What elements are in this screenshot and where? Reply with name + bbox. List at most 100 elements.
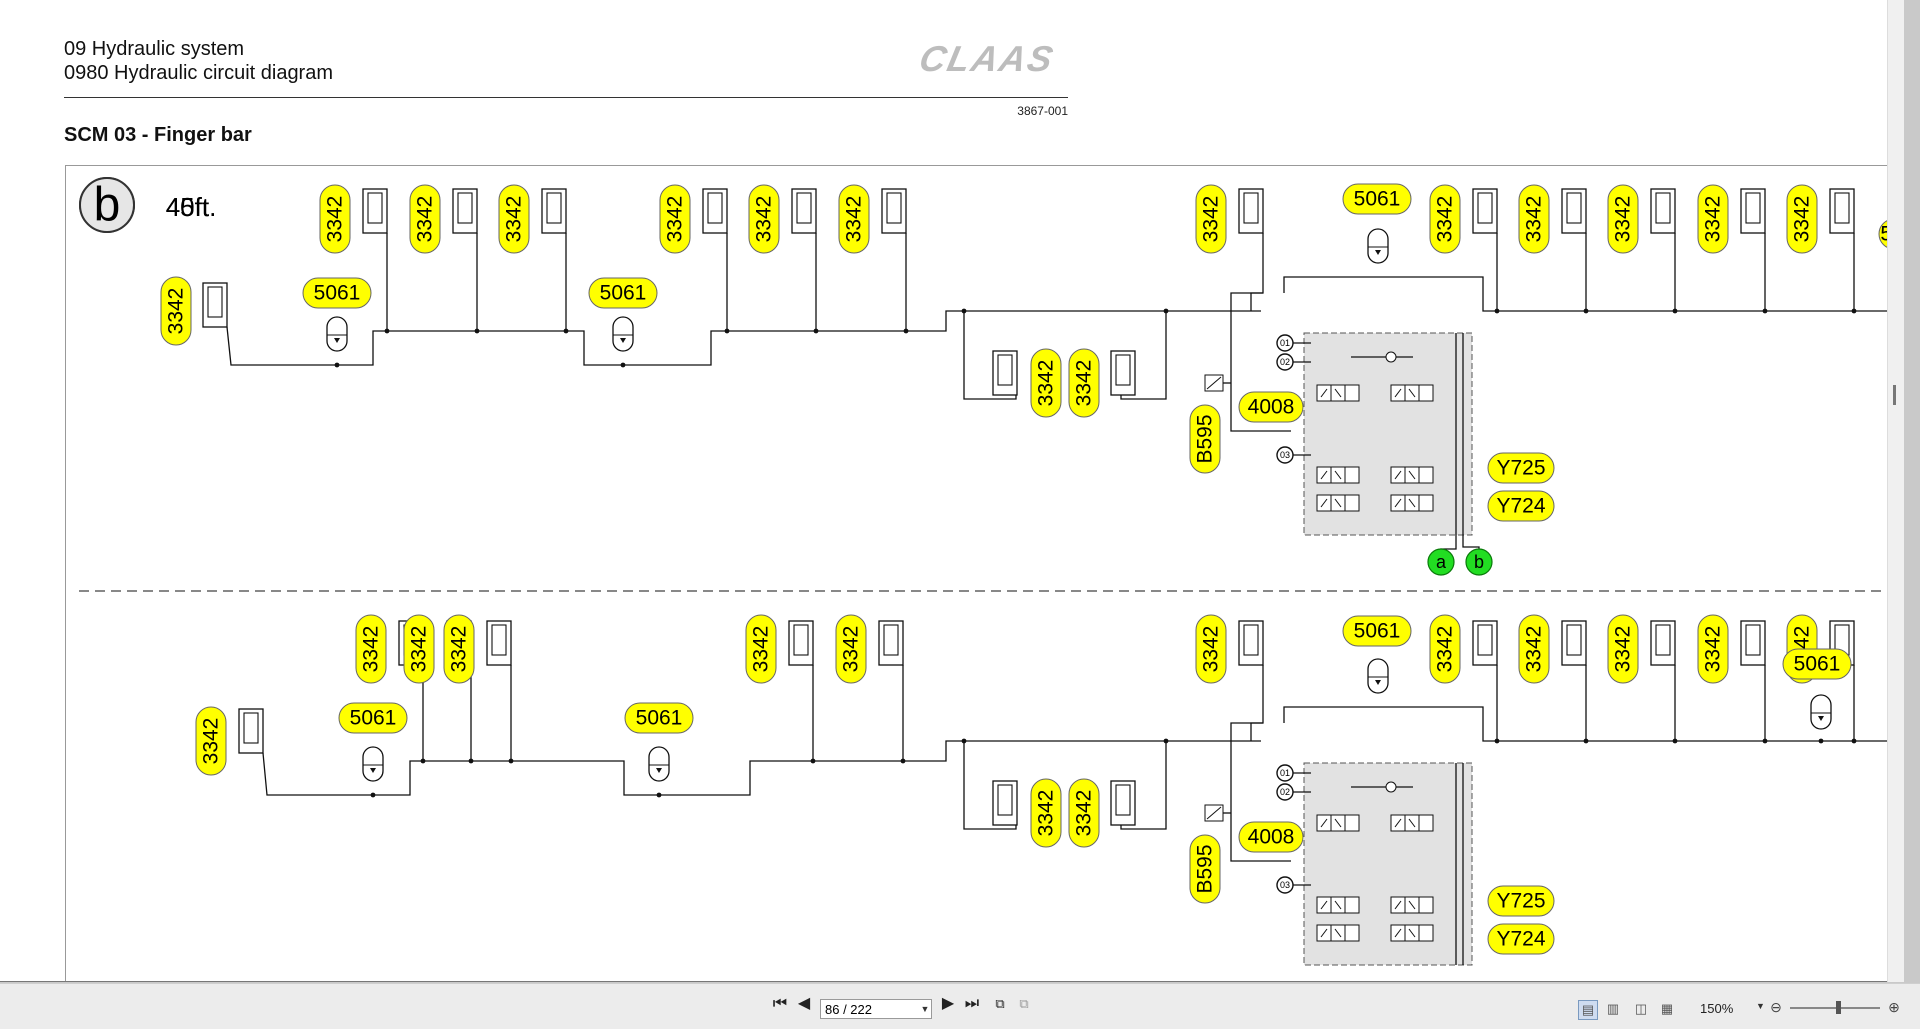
part-label: 3342 xyxy=(1073,790,1096,837)
valve-arrow xyxy=(1394,818,1402,828)
valve-spool xyxy=(1418,924,1434,942)
junction-dot xyxy=(563,328,569,334)
accumulator-symbol xyxy=(648,746,670,782)
junction-dot xyxy=(1583,738,1589,744)
rotate-icon[interactable]: ⧉ xyxy=(995,996,1005,1011)
accumulator-symbol xyxy=(362,746,384,782)
scroll-marker[interactable] xyxy=(1893,385,1896,405)
cylinder-piston xyxy=(886,192,902,224)
junction-dot xyxy=(1583,308,1589,314)
valve-arrow xyxy=(1320,818,1328,828)
part-tag xyxy=(443,614,475,684)
part-tag xyxy=(1429,614,1461,684)
hydraulic-line xyxy=(1230,311,1291,432)
part-label: 5061 xyxy=(350,707,397,730)
last-page-button[interactable]: ⏭ xyxy=(964,995,980,1012)
part-tag xyxy=(1238,821,1304,853)
zoom-in-icon[interactable]: ⊕ xyxy=(1888,999,1900,1015)
junction-dot xyxy=(620,362,626,368)
cylinder-piston xyxy=(1115,354,1131,386)
hydraulic-line xyxy=(1283,706,1904,742)
two-page-view-icon[interactable]: ◫ xyxy=(1634,1001,1648,1016)
part-tag xyxy=(1697,614,1729,684)
part-label: B595 xyxy=(1194,414,1217,463)
part-label: 3342 xyxy=(843,196,866,243)
part-label: Y725 xyxy=(1496,890,1545,913)
part-label: 3342 xyxy=(1523,626,1546,673)
valve-spool xyxy=(1344,924,1360,942)
cylinder-piston xyxy=(1655,192,1671,224)
junction-dot xyxy=(384,328,390,334)
viewer-toolbar: ⏮ ◀ ▼ ▶ ⏭ ⧉ ⧉ ▤ ▥ ◫ ▦ 150% ▼ ⊖ ⊕ xyxy=(0,983,1920,1029)
part-label: 3342 xyxy=(1434,626,1457,673)
part-tag xyxy=(498,184,530,254)
copy-icon[interactable]: ⧉ xyxy=(1019,996,1029,1011)
junction-dot xyxy=(370,792,376,798)
next-page-button[interactable]: ▶ xyxy=(941,995,955,1012)
claas-logo: CLAAS xyxy=(915,38,1059,79)
part-label: 5061 xyxy=(600,282,647,305)
part-label: 5061 xyxy=(1354,188,1401,211)
cylinder-piston xyxy=(1655,624,1671,656)
sensor-mark xyxy=(1206,806,1222,820)
first-page-button[interactable]: ⏮ xyxy=(772,995,788,1012)
part-tag xyxy=(1487,885,1555,917)
part-tag xyxy=(1342,183,1412,215)
part-tag xyxy=(1195,184,1227,254)
part-tag xyxy=(838,184,870,254)
cylinder-piston xyxy=(1243,192,1259,224)
port-label: 02 xyxy=(1280,357,1290,367)
single-page-view-icon[interactable]: ▤ xyxy=(1578,1000,1598,1020)
port-label: 01 xyxy=(1280,338,1290,348)
zoom-dropdown-icon[interactable]: ▼ xyxy=(1756,1001,1765,1011)
valve-arrow xyxy=(1408,900,1416,910)
accumulator-symbol xyxy=(1367,228,1389,264)
part-tag xyxy=(1189,404,1221,474)
part-tag xyxy=(403,614,435,684)
zoom-level[interactable]: 150% xyxy=(1700,1001,1734,1016)
page-dropdown-icon[interactable]: ▼ xyxy=(920,1004,930,1014)
part-label: 5061 xyxy=(1354,620,1401,643)
hydraulic-diagram: a45ft.3342334233423342334233423342506150… xyxy=(65,165,1904,982)
junction-dot xyxy=(961,738,967,744)
valve-arrow xyxy=(1408,928,1416,938)
zoom-slider[interactable] xyxy=(1790,1007,1880,1009)
valve-arrow xyxy=(1334,900,1342,910)
accumulator-mark xyxy=(1375,250,1381,255)
junction-dot xyxy=(1762,308,1768,314)
valve-arrow xyxy=(1408,388,1416,398)
part-label: 3342 xyxy=(324,196,347,243)
valve-spool xyxy=(1344,896,1360,914)
accumulator-mark xyxy=(1375,680,1381,685)
part-tag xyxy=(835,614,867,684)
accumulator-mark xyxy=(620,338,626,343)
page-number-input[interactable] xyxy=(820,999,932,1019)
junction-dot xyxy=(1163,738,1169,744)
valve-arrow xyxy=(1394,388,1402,398)
header-chapter: 09 Hydraulic system xyxy=(64,38,245,60)
zoom-slider-thumb[interactable] xyxy=(1836,1001,1841,1014)
part-label: 3342 xyxy=(414,196,437,243)
junction-dot xyxy=(334,362,340,368)
part-label: 3342 xyxy=(1200,626,1223,673)
junction-dot xyxy=(724,328,730,334)
cylinder-piston xyxy=(207,286,223,318)
part-label: 3342 xyxy=(1073,360,1096,407)
junction-dot xyxy=(961,308,967,314)
valve-arrow xyxy=(1408,498,1416,508)
two-page-continuous-icon[interactable]: ▦ xyxy=(1660,1001,1674,1016)
check-valve xyxy=(1385,351,1397,363)
vertical-scrollbar[interactable] xyxy=(1887,0,1904,982)
previous-page-button[interactable]: ◀ xyxy=(797,995,811,1012)
part-tag xyxy=(1518,614,1550,684)
zoom-out-icon[interactable]: ⊖ xyxy=(1770,999,1782,1015)
part-label: 3342 xyxy=(1200,196,1223,243)
section-letter: b xyxy=(94,179,121,232)
document-number: 3867-001 xyxy=(1017,104,1068,118)
cylinder-piston xyxy=(883,624,899,656)
continuous-view-icon[interactable]: ▥ xyxy=(1606,1001,1620,1016)
part-tag xyxy=(1786,184,1818,254)
cylinder-piston xyxy=(457,192,473,224)
accumulator-mark xyxy=(334,338,340,343)
part-tag xyxy=(1429,184,1461,254)
